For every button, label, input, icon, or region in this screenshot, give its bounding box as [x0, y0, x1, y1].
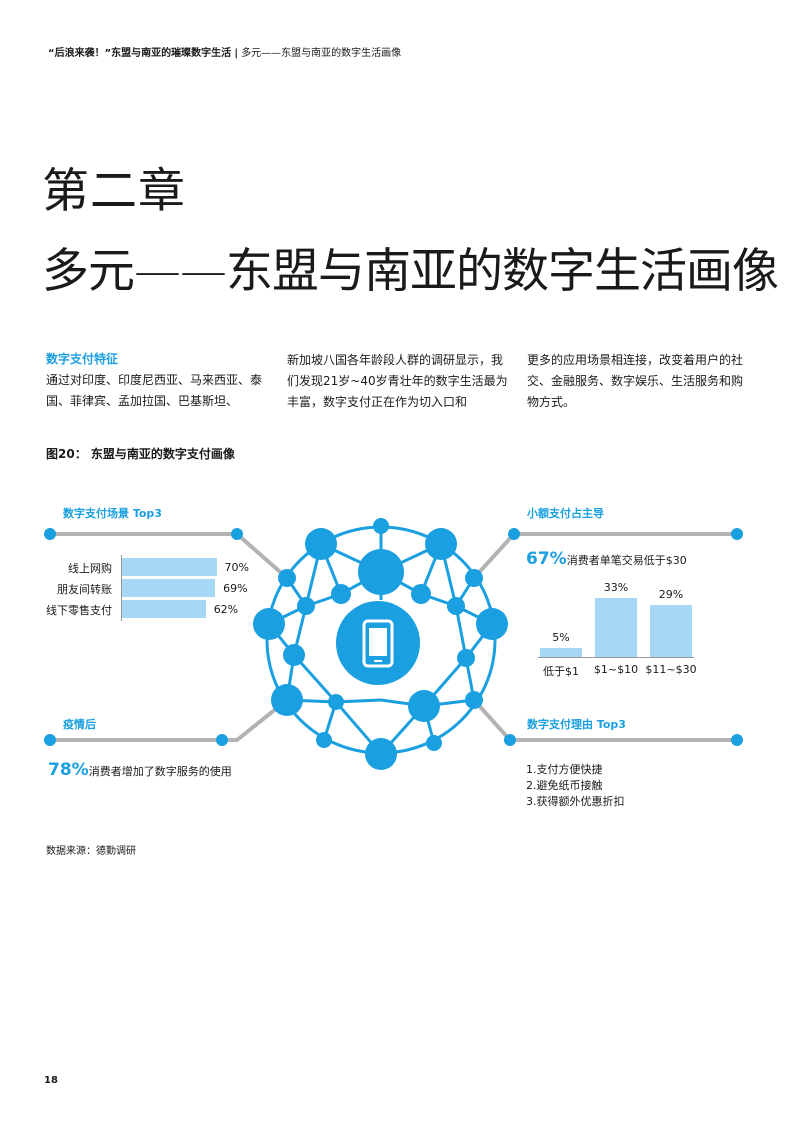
network-node	[457, 649, 475, 667]
micro-label: 小额支付占主导	[527, 507, 604, 520]
end-dot	[231, 528, 243, 540]
scenarios-label: 数字支付场景 Top3	[63, 507, 162, 520]
header-bold: “后浪来袭！”东盟与南亚的璀璨数字生活	[48, 48, 232, 59]
end-dot	[216, 734, 228, 746]
network-node	[297, 597, 315, 615]
connector-scenarios-diag	[235, 532, 289, 580]
connector-end-dots	[44, 528, 743, 746]
network-node	[253, 608, 285, 640]
network-node	[271, 684, 303, 716]
end-dot	[44, 734, 56, 746]
micro-stat: 67%消费者单笔交易低于$30	[526, 549, 687, 569]
end-dot	[504, 734, 516, 746]
network-node	[465, 569, 483, 587]
header-rest: 多元——东盟与南亚的数字生活画像	[241, 48, 402, 59]
network-node	[365, 738, 397, 770]
end-dot	[508, 528, 520, 540]
network-node	[476, 608, 508, 640]
bar-value-label: 70%	[224, 561, 249, 574]
network-node	[411, 584, 431, 604]
micro-pct: 67%	[526, 549, 567, 569]
bar	[650, 604, 692, 657]
network-node	[283, 644, 305, 666]
connector-lines	[48, 532, 739, 742]
network-node	[465, 691, 483, 709]
figure-title: 图20： 东盟与南亚的数字支付画像	[46, 447, 235, 461]
bar	[540, 648, 582, 657]
network-node	[316, 732, 332, 748]
network-node	[305, 528, 337, 560]
reasons-label: 数字支付理由 Top3	[527, 718, 626, 731]
chapter-subtitle: 多元——东盟与南亚的数字生活画像	[42, 244, 779, 299]
pandemic-label: 疫情后	[63, 718, 96, 731]
connector-micro-diag	[472, 532, 516, 580]
bar-value-label: 62%	[213, 603, 239, 616]
bar-category-label: $11~$30	[645, 663, 697, 676]
bar-category-label: $1~$10	[593, 663, 639, 676]
bar	[122, 600, 206, 618]
network-node	[408, 690, 440, 722]
bar-category-label: 线下零售支付	[46, 604, 112, 617]
end-dot	[731, 528, 743, 540]
source-note: 数据来源：德勤调研	[46, 846, 136, 857]
bar	[595, 597, 637, 657]
intro-col1: 通过对印度、印度尼西亚、马来西亚、泰国、菲律宾、孟加拉国、巴基斯坦、	[46, 373, 263, 408]
network-node	[426, 735, 442, 751]
x-axis-line	[538, 657, 694, 658]
pandemic-desc: 消费者增加了数字服务的使用	[88, 765, 232, 778]
smartphone-icon	[362, 619, 394, 668]
header-separator: |	[234, 48, 238, 59]
reason-item: 3.获得额外优惠折扣	[526, 795, 625, 808]
bar-value-label: 29%	[658, 587, 684, 601]
end-dot	[44, 528, 56, 540]
bar-category-label: 朋友间转账	[57, 583, 112, 596]
network-node	[373, 518, 389, 534]
micro-bar-chart: 5% 低于$1 33% $1~$10 29% $11~$30	[530, 572, 700, 680]
pandemic-pct: 78%	[48, 760, 89, 780]
intro-col3: 更多的应用场景相连接，改变着用户的社交、金融服务、数字娱乐、生活服务和购物方式。	[527, 353, 744, 409]
bar-category-label: 线上网购	[68, 562, 112, 575]
bar-value-label: 33%	[603, 580, 629, 594]
reasons-list: 1.支付方便快捷 2.避免纸币接触 3.获得额外优惠折扣	[526, 762, 625, 810]
intro-heading: 数字支付特征	[46, 352, 119, 366]
bar	[122, 579, 216, 597]
network-node	[425, 528, 457, 560]
bar-category-label: 低于$1	[543, 665, 579, 678]
end-dot	[731, 734, 743, 746]
running-header: “后浪来袭！”东盟与南亚的璀璨数字生活 | 多元——东盟与南亚的数字生活画像	[48, 44, 401, 59]
network-node	[358, 549, 404, 595]
network-node	[331, 584, 351, 604]
bar-value-label: 5%	[552, 631, 570, 644]
intro-col2: 新加坡八国各年龄段人群的调研显示，我们发现21岁~40岁青壮年的数字生活最为丰富…	[287, 353, 508, 409]
scenarios-bar-chart: 线上网购 70% 朋友间转账 69% 线下零售支付 62%	[40, 558, 270, 624]
reason-item: 2.避免纸币接触	[526, 779, 603, 792]
bar-value-label: 69%	[223, 582, 248, 595]
pandemic-stat: 78%消费者增加了数字服务的使用	[48, 760, 232, 780]
page-number: 18	[44, 1075, 58, 1086]
network-node	[278, 569, 296, 587]
chapter-title: 第二章	[42, 164, 186, 219]
network-node	[328, 694, 344, 710]
scenarios-axis	[121, 555, 122, 621]
network-node	[447, 597, 465, 615]
micro-desc: 消费者单笔交易低于$30	[566, 554, 687, 567]
reason-item: 1.支付方便快捷	[526, 763, 603, 776]
bar	[122, 558, 217, 576]
network-nodes	[253, 518, 508, 770]
